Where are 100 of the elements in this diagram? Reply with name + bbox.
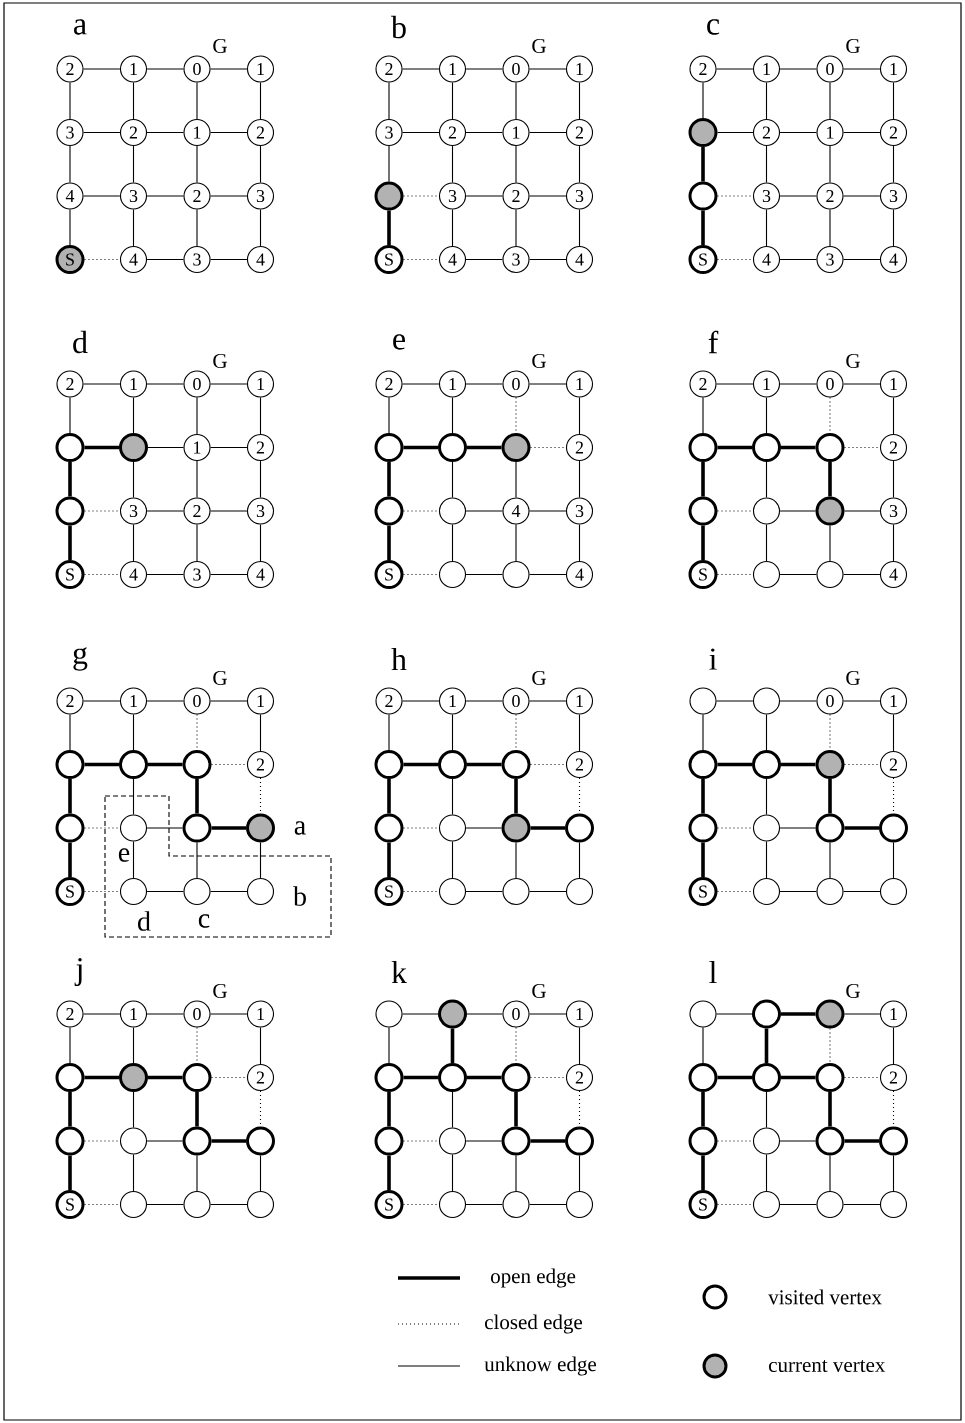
graph-edge: [578, 82, 581, 120]
graph-edge: [259, 460, 262, 498]
vertex-circle: [879, 1190, 908, 1219]
graph-edge: [467, 1075, 502, 1080]
graph-edge: [779, 890, 817, 893]
vertex-circle: [752, 1063, 781, 1092]
graph-edge: [892, 714, 895, 752]
graph-edge: [515, 1154, 517, 1192]
graph-edge: [716, 383, 754, 385]
graph-edge: [765, 841, 768, 879]
graph-edge: [529, 1203, 567, 1206]
graph-edge: [779, 700, 817, 702]
graph-edge: [83, 68, 121, 70]
graph-edge: [69, 714, 71, 751]
graph-edge: [765, 145, 768, 183]
graph-edge: [529, 258, 567, 261]
graph-edge: [259, 524, 262, 562]
vertex-circle: [374, 181, 404, 211]
graph-edge: [530, 1139, 565, 1143]
graph-edge: [466, 1013, 503, 1015]
vertex-circle: [689, 1000, 717, 1028]
vertex-circle: [688, 118, 718, 147]
graph-edge: [843, 195, 881, 197]
graph-edge: [451, 1091, 454, 1128]
graph-edge: [387, 210, 391, 245]
graph-edge: [764, 1028, 769, 1063]
vertex-circle: [182, 1063, 212, 1092]
graph-edge: [765, 82, 768, 120]
vertex-circle: [879, 877, 908, 906]
graph-edge: [781, 762, 816, 767]
graph-edge: [465, 890, 503, 893]
region-label: c: [198, 914, 210, 928]
graph-edge: [465, 195, 503, 197]
graph-edge: [210, 383, 248, 385]
graph-edge: [765, 1154, 768, 1192]
graph-edge: [843, 383, 881, 385]
graph-edge: [716, 68, 754, 70]
graph-edge: [892, 1027, 895, 1065]
graph-edge: [716, 700, 754, 702]
graph-edge: [402, 700, 440, 702]
graph-edge: [515, 841, 517, 879]
graph-edge: [465, 1203, 503, 1206]
vertex-circle: [246, 1190, 275, 1219]
graph-edge: [529, 68, 567, 70]
vertex-circle: [752, 750, 781, 779]
graph-edge: [779, 195, 817, 197]
graph-edge: [387, 462, 391, 497]
graph-edge: [717, 1075, 752, 1080]
graph-edge: [716, 131, 754, 134]
graph-edge: [146, 1203, 184, 1206]
graph-edge: [68, 1155, 72, 1190]
legend-text: visited vertex: [768, 1289, 882, 1305]
graph-edge: [146, 1013, 184, 1015]
vertex-label: G: [532, 353, 546, 369]
vertex-circle: [815, 1063, 845, 1092]
panel-letter: e: [393, 334, 405, 350]
vertex-circle: [438, 433, 467, 462]
graph-edge: [146, 700, 184, 702]
graph-edge: [387, 842, 391, 877]
graph-edge: [892, 145, 895, 183]
vertex-circle: [438, 1190, 467, 1219]
graph-edge: [83, 195, 121, 197]
graph-edge: [196, 1154, 198, 1192]
vertex-label: G: [532, 38, 546, 54]
vertex-circle: [119, 1190, 148, 1219]
graph-edge: [147, 446, 184, 449]
graph-edge: [530, 826, 565, 830]
graph-edge: [403, 445, 438, 450]
graph-edge: [529, 700, 567, 702]
graph-edge: [68, 462, 72, 497]
graph-edge: [843, 1013, 881, 1015]
vertex-circle: [438, 814, 467, 842]
graph-edge: [701, 525, 705, 560]
vertex-circle: [501, 1126, 531, 1156]
graph-edge: [467, 762, 502, 767]
graph-edge: [514, 779, 518, 814]
panel-letter: g: [73, 647, 88, 671]
region-label: a: [294, 821, 306, 835]
graph-edge: [403, 1075, 438, 1080]
graph-edge: [451, 1154, 454, 1192]
vertex-circle: [689, 687, 717, 715]
graph-edge: [210, 68, 248, 70]
graph-edge: [529, 1013, 567, 1015]
graph-edge: [196, 841, 198, 879]
graph-edge: [843, 510, 881, 512]
graph-edge: [211, 826, 246, 830]
graph-edge: [195, 779, 199, 814]
graph-edge: [465, 827, 503, 829]
graph-edge: [765, 461, 768, 498]
graph-edge: [716, 1013, 753, 1015]
vertex-circle: [374, 1063, 404, 1092]
panel-letter: l: [709, 960, 717, 984]
vertex-circle: [879, 1126, 908, 1156]
graph-edge: [451, 841, 454, 879]
vertex-circle: [688, 813, 718, 843]
graph-edge: [765, 1091, 768, 1128]
vertex-circle: [501, 433, 531, 462]
graph-edge: [465, 510, 503, 512]
graph-edge: [829, 1027, 831, 1064]
graph-edge: [132, 397, 135, 434]
